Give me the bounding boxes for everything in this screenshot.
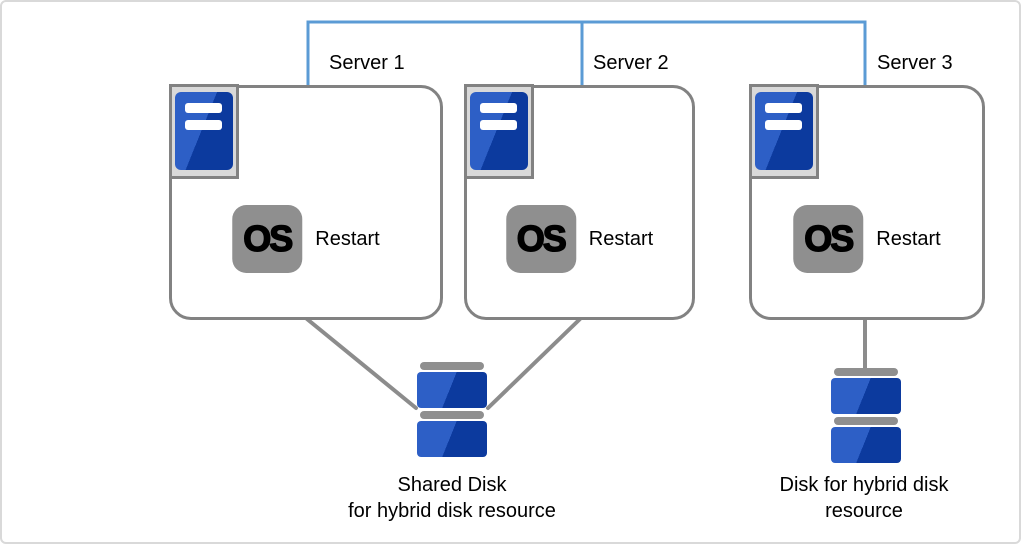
disk-platter <box>831 378 901 414</box>
disk-platter <box>831 427 901 463</box>
server-1-os-group: OS Restart <box>232 205 380 273</box>
shared-disk-stack-icon <box>417 362 487 460</box>
restart-label: Restart <box>876 227 941 250</box>
server-2-label: Server 2 <box>593 52 669 74</box>
server-rack-icon <box>464 84 534 179</box>
hybrid-disk-label-line1: Disk for hybrid disk <box>779 474 949 496</box>
rack-slot-bar <box>185 120 222 130</box>
server-rack-icon-body <box>470 92 528 170</box>
disk-platter <box>417 372 487 408</box>
server-rack-icon <box>169 84 239 179</box>
rack-slot-bar <box>480 103 517 113</box>
server-3-os-group: OS Restart <box>793 205 941 273</box>
rack-slot-bar <box>765 103 802 113</box>
shared-disk-label: Shared Disk for hybrid disk resource <box>322 472 582 524</box>
server1-disk-connector <box>305 317 418 410</box>
server-2-os-group: OS Restart <box>505 205 654 273</box>
disk-cap <box>420 362 484 370</box>
disk-cap <box>834 417 898 425</box>
rack-slot-bar <box>765 120 802 130</box>
rack-slot-bar <box>480 120 517 130</box>
os-badge: OS <box>793 205 864 273</box>
server-3-box: OS Restart <box>749 84 985 320</box>
hybrid-disk-label: Disk for hybrid disk resource <box>754 472 974 524</box>
server-rack-icon <box>749 84 819 179</box>
disk-cap <box>834 368 898 376</box>
server-1-box: OS Restart <box>169 84 443 320</box>
os-badge: OS <box>505 205 576 273</box>
server-1-label: Server 1 <box>329 52 405 74</box>
disk-cap <box>420 411 484 419</box>
server-rack-icon-body <box>755 92 813 170</box>
disk-platter <box>417 421 487 457</box>
os-badge: OS <box>232 205 303 273</box>
server-rack-icon-body <box>175 92 233 170</box>
server2-disk-connector <box>486 317 582 410</box>
network-link-line <box>306 20 867 86</box>
rack-slot-bar <box>185 103 222 113</box>
shared-disk-label-line1: Shared Disk <box>397 474 507 496</box>
restart-label: Restart <box>588 227 654 250</box>
restart-label: Restart <box>315 227 380 250</box>
server-3-label: Server 3 <box>877 52 953 74</box>
hybrid-disk-stack-icon <box>831 368 901 466</box>
hybrid-disk-label-line2: resource <box>825 500 903 522</box>
shared-disk-label-line2: for hybrid disk resource <box>348 500 556 522</box>
server-2-box: OS Restart <box>464 84 695 320</box>
